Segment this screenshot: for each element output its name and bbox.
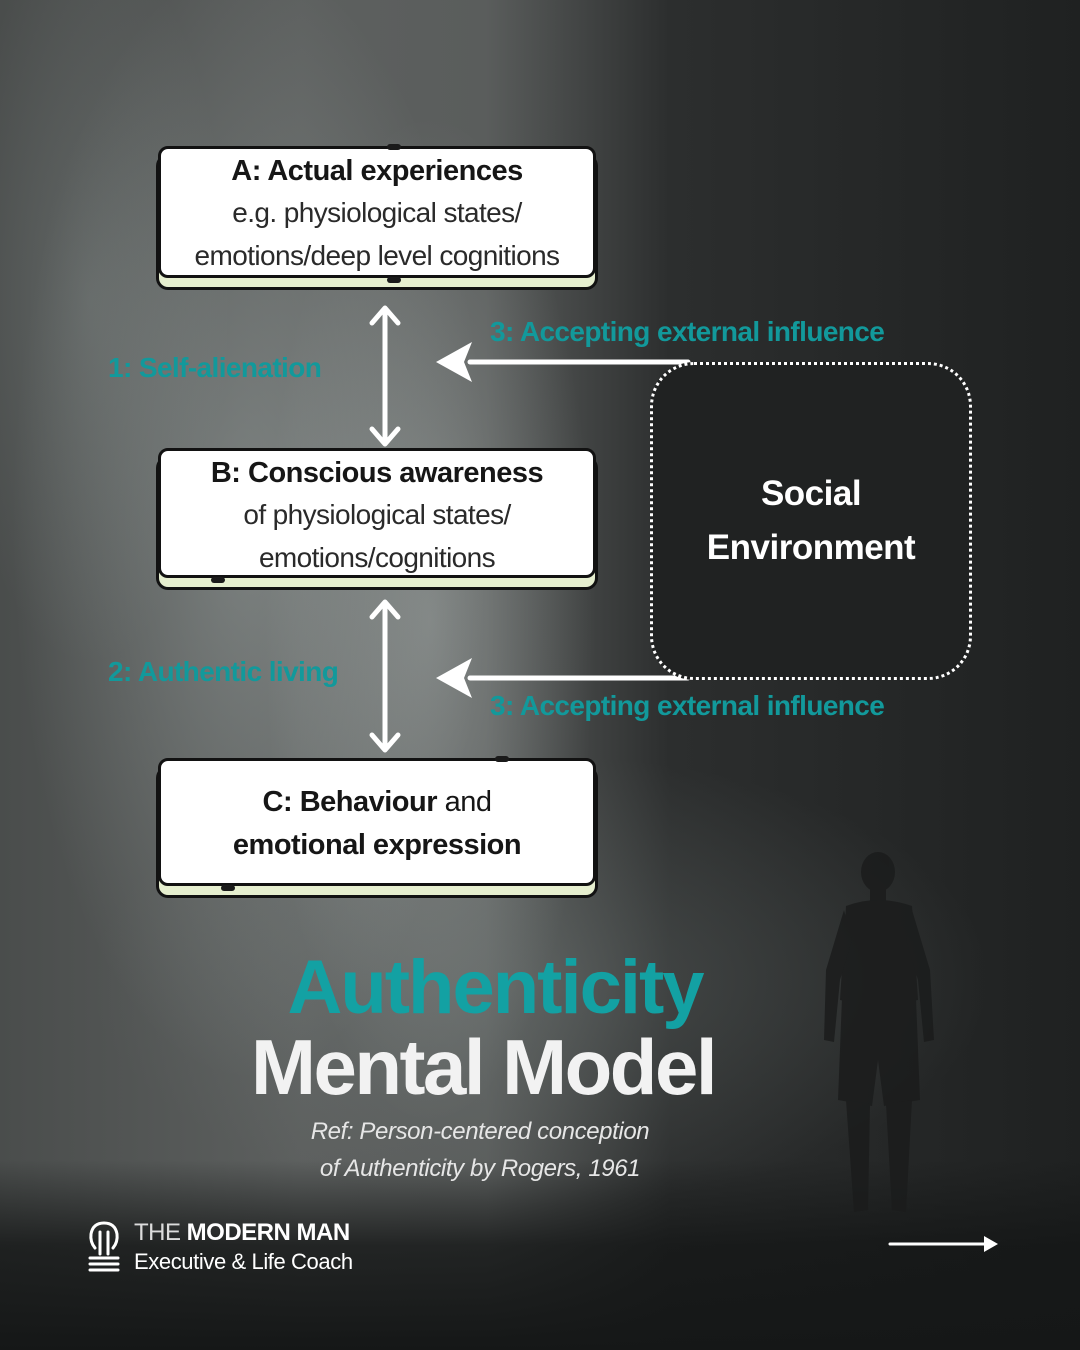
box-tick — [495, 756, 509, 762]
brand-name: THE MODERN MAN — [134, 1219, 350, 1247]
arrow-b-c-head-up — [369, 599, 401, 620]
arrow-right-icon — [984, 1236, 998, 1252]
box-c-title-normal: and — [437, 786, 492, 818]
box-b-line1: of physiological states/ — [243, 499, 511, 530]
reference-line2: of Authenticity by Rogers, 1961 — [319, 1155, 641, 1182]
box-b-title: B: Conscious awareness — [210, 457, 544, 489]
label-authentic-living: 2: Authentic living — [108, 656, 339, 687]
arrow-external-bottom-head — [436, 658, 472, 698]
arrow-external-top-head — [436, 342, 472, 382]
box-tick — [387, 277, 401, 283]
brand-name-thin: THE — [134, 1219, 181, 1246]
box-a-title: A: Actual experiences — [231, 155, 523, 187]
social-environment-box: Social Environment — [650, 362, 972, 680]
title-authenticity: Authenticity — [287, 945, 704, 1030]
label-external-influence-top: 3: Accepting external influence — [490, 316, 885, 347]
brand-tagline: Executive & Life Coach — [134, 1249, 353, 1274]
brand-name-bold: MODERN MAN — [180, 1219, 351, 1246]
box-tick — [221, 885, 235, 891]
arrow-b-c-head-down — [369, 732, 401, 753]
arrow-a-b-head-down — [369, 426, 401, 447]
modern-man-logo-icon — [88, 1221, 120, 1272]
box-tick — [211, 577, 225, 583]
social-environment-line2: Environment — [706, 528, 916, 567]
box-a-line2: emotions/deep level cognitions — [194, 240, 561, 271]
box-c-line2: emotional expression — [232, 829, 522, 861]
box-b-line2: emotions/cognitions — [258, 542, 496, 573]
box-tick — [387, 144, 401, 150]
box-c-title-bold: C: Behaviour — [262, 786, 438, 818]
reference-line1: Ref: Person-centered conception — [310, 1118, 650, 1145]
arrow-a-b-head-up — [369, 305, 401, 326]
social-environment-line1: Social — [760, 474, 862, 513]
title-mental-model: Mental Model — [250, 1023, 718, 1111]
label-self-alienation: 1: Self-alienation — [108, 352, 322, 383]
label-external-influence-bottom: 3: Accepting external influence — [490, 690, 885, 721]
box-behaviour: C: Behaviour and emotional expression — [158, 756, 596, 891]
box-actual-experiences: A: Actual experiences e.g. physiological… — [158, 144, 596, 283]
box-a-line1: e.g. physiological states/ — [232, 197, 522, 228]
box-conscious-awareness: B: Conscious awareness of physiological … — [158, 448, 596, 583]
box-c-title: C: Behaviour and — [161, 781, 593, 824]
person-silhouette — [824, 852, 934, 1212]
